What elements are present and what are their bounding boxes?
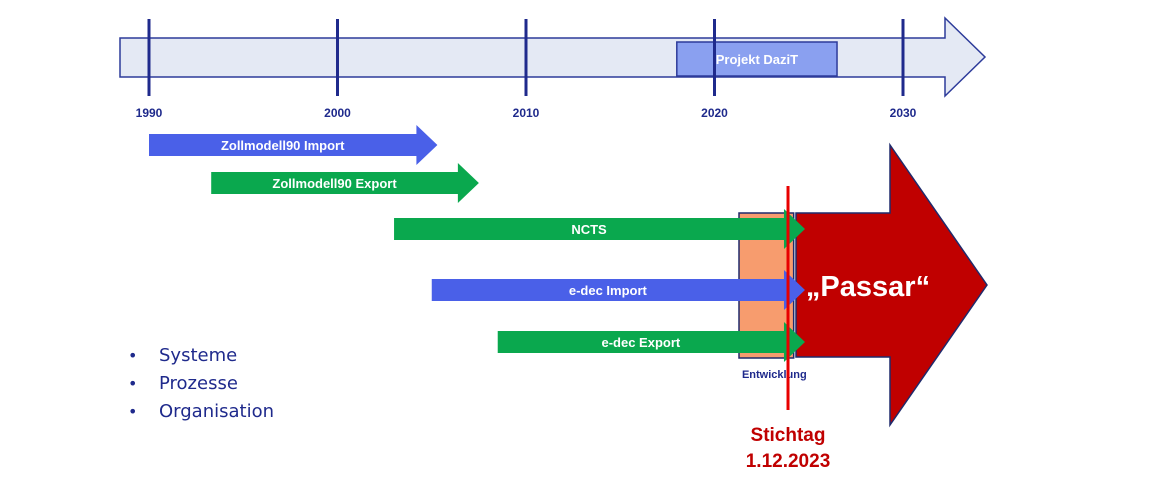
passar-label: „Passar“: [806, 271, 930, 303]
system-arrow: [431, 270, 805, 310]
system-arrow: [211, 163, 479, 203]
system-arrow: [149, 125, 438, 165]
year-ticks: 1990 2000 2010 2020 2030: [136, 19, 917, 120]
system-arrow: [497, 322, 805, 362]
timeline-arrow: [119, 16, 987, 98]
year-label: 2020: [701, 106, 728, 120]
system-arrow-label: Zollmodell90 Export: [272, 176, 397, 191]
year-label: 1990: [136, 106, 163, 120]
system-arrow-label: e-dec Export: [601, 335, 680, 350]
project-dazit-box: [676, 41, 838, 77]
bullet-item: Prozesse: [128, 370, 274, 398]
passar-arrow: [795, 142, 988, 428]
year-label: 2010: [513, 106, 540, 120]
year-label: 2000: [324, 106, 351, 120]
development-label: Entwicklung: [742, 369, 807, 381]
bullet-item: Systeme: [128, 342, 274, 370]
deadline-title: Stichtag: [751, 425, 826, 446]
year-label: 2030: [890, 106, 917, 120]
system-arrow-label: NCTS: [571, 222, 607, 237]
system-arrow: [394, 209, 805, 249]
deadline-date: 1.12.2023: [746, 451, 831, 472]
bullet-item: Organisation: [128, 398, 274, 426]
bullet-list: Systeme Prozesse Organisation: [128, 342, 274, 426]
project-dazit-label: Projekt DaziT: [716, 52, 798, 67]
system-arrow-label: e-dec Import: [569, 283, 648, 298]
system-arrow-label: Zollmodell90 Import: [221, 138, 345, 153]
